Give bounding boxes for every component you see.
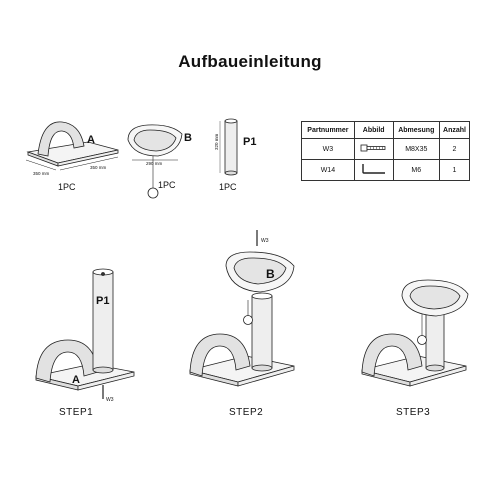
table-cell-count: 1 <box>439 159 470 181</box>
part-b-quantity: 1PC <box>158 180 176 190</box>
header-partnummer: Partnummer <box>301 121 355 139</box>
page-title: Aufbaueinleitung <box>178 52 322 71</box>
step3-label: STEP3 <box>396 407 431 418</box>
part-p1-quantity: 1PC <box>219 182 237 192</box>
parts-table-header-row: Partnummer Abbild Abmesung Anzahl <box>301 121 470 139</box>
part-b-label: B <box>184 132 192 144</box>
table-cell-part: W3 <box>301 138 355 160</box>
table-cell-count: 2 <box>439 138 470 160</box>
part-p1-label: P1 <box>243 136 256 148</box>
step1-screw-label: W3 <box>106 397 114 403</box>
table-cell-size: M8X35 <box>392 138 441 160</box>
table-cell-part: W14 <box>301 159 355 181</box>
step1-illustration <box>35 268 135 399</box>
part-a-quantity: 1PC <box>58 182 76 192</box>
part-p1-length-dimension: 320 mm <box>214 133 219 150</box>
allen-key-icon <box>361 164 385 174</box>
part-a-depth-dimension: 350 mm <box>90 165 107 170</box>
header-abbild: Abbild <box>353 121 394 139</box>
parts-table: Partnummer Abbild Abmesung Anzahl W3 M8X… <box>301 121 470 181</box>
part-b-width-dimension: 290 mm <box>146 161 163 166</box>
table-cell-image <box>353 159 394 181</box>
table-cell-image <box>353 138 394 160</box>
table-row: W14 M6 1 <box>301 159 470 181</box>
step2-illustration <box>189 230 295 387</box>
step2-screw-label: W3 <box>261 238 269 244</box>
table-row: W3 M8X35 2 <box>301 138 470 160</box>
header-anzahl: Anzahl <box>439 121 470 139</box>
screw-icon <box>360 144 386 152</box>
part-a-label: A <box>87 134 95 146</box>
step2-part-b-label: B <box>266 267 275 281</box>
step2-label: STEP2 <box>229 407 264 418</box>
step1-part-a-label: A <box>72 374 80 386</box>
table-cell-size: M6 <box>392 159 441 181</box>
part-b-illustration <box>127 124 183 199</box>
part-a-illustration <box>25 121 119 171</box>
step1-label: STEP1 <box>59 407 94 418</box>
part-p1-illustration <box>219 118 238 176</box>
step1-part-p1-label: P1 <box>96 295 109 307</box>
part-a-width-dimension: 350 mm <box>33 171 50 176</box>
step3-illustration <box>361 279 469 387</box>
header-abmesung: Abmesung <box>392 121 441 139</box>
